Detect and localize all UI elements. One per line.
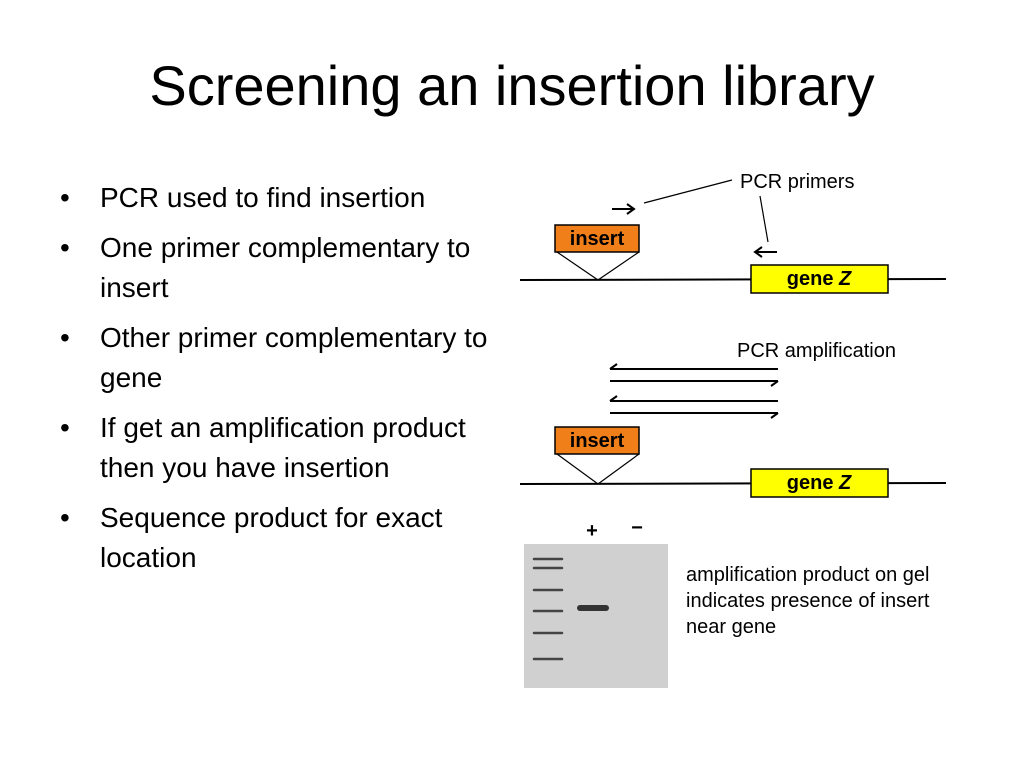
bullet-item: PCR used to find insertion <box>58 178 488 218</box>
insert-label: insert <box>570 430 625 452</box>
bullet-item: Sequence product for exact location <box>58 498 488 578</box>
reverse-primer-arrow-icon <box>753 246 777 258</box>
primer-callout-line <box>759 195 769 243</box>
bullet-item: Other primer complementary to gene <box>58 318 488 398</box>
amplification-strands <box>609 363 779 419</box>
slide-title: Screening an insertion library <box>149 54 875 117</box>
primer-callout-line <box>643 179 733 204</box>
gel-minus-label: − <box>631 517 643 539</box>
gel-caption: amplification product on gel indicates p… <box>686 564 930 638</box>
strand-barb <box>609 363 618 370</box>
bullet-item: If get an amplification product then you… <box>58 408 488 488</box>
insert-label: insert <box>570 228 625 250</box>
ladder-bands <box>532 557 564 661</box>
gel-plus-label: + <box>586 520 598 542</box>
forward-primer-arrow-icon <box>612 203 636 215</box>
strand-barb <box>770 380 779 387</box>
insert-box: insert <box>554 224 640 281</box>
gene-label: gene Z <box>787 472 852 494</box>
gene-rect <box>750 264 889 294</box>
bullet-item: One primer complementary to insert <box>58 228 488 308</box>
strand-barb <box>770 412 779 419</box>
bullet-list: PCR used to find insertion One primer co… <box>58 178 488 588</box>
gel-image <box>524 544 668 688</box>
pcr-primers-label: PCR primers <box>740 171 854 193</box>
insert-rect <box>554 224 640 253</box>
gene-label: gene Z <box>787 268 852 290</box>
insert-box: insert <box>554 426 640 485</box>
gene-box: gene Z <box>750 264 889 294</box>
insert-rect <box>554 426 640 455</box>
gene-rect <box>750 468 889 498</box>
gene-box: gene Z <box>750 468 889 498</box>
pcr-amplification-label: PCR amplification <box>737 340 896 362</box>
strand-barb <box>609 395 618 402</box>
